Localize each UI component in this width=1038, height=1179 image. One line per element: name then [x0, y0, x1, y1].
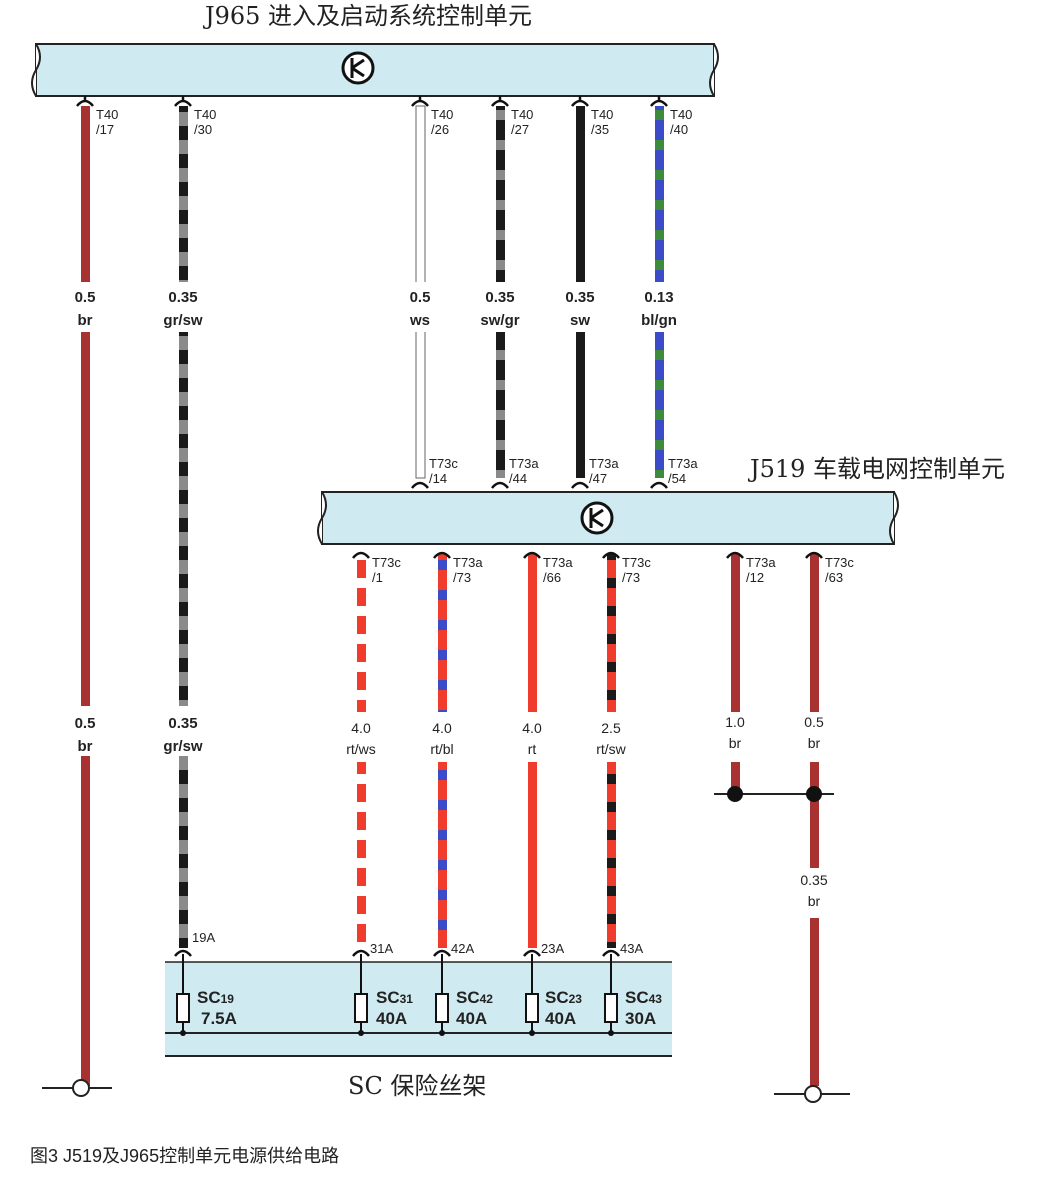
pin-label: 23A — [541, 941, 564, 956]
ground-symbol-right — [774, 1085, 850, 1103]
wire-t73c-63 — [792, 554, 836, 1086]
fuse-symbols — [176, 954, 618, 1033]
j965-title: J965 进入及启动系统控制单元 — [202, 2, 532, 30]
fuse-rating: 7.5A — [201, 1009, 237, 1028]
wire-t73c-1 — [340, 554, 384, 948]
fuse-label: SC19 — [197, 988, 234, 1007]
wire-t40-17 — [70, 106, 100, 1086]
wire-t73a-73 — [421, 554, 465, 948]
splice-junction — [714, 786, 834, 802]
wire-color-code: ws — [409, 312, 430, 329]
pin-label: T73c/63 — [825, 555, 854, 585]
ground-symbol-left — [42, 1079, 112, 1097]
pin-label: T40/35 — [591, 107, 613, 137]
sc-title: SC 保险丝架 — [348, 1072, 486, 1100]
pin-label: 31A — [370, 941, 393, 956]
wire-color-code: br — [78, 738, 93, 755]
pin-label: T73a/73 — [453, 555, 483, 585]
wire-gauge: 0.5 — [75, 715, 96, 732]
wire-color-code: br — [808, 893, 821, 909]
wire-color-code: br — [808, 735, 821, 751]
wire-gauge: 0.5 — [410, 289, 431, 306]
wire-t73a-12 — [719, 554, 753, 794]
wire-gauge: 1.0 — [725, 714, 745, 730]
sc-fuse-holder — [165, 961, 672, 1057]
wire-gauge: 0.35 — [168, 289, 197, 306]
figure-caption: 图3 J519及J965控制单元电源供给电路 — [30, 1146, 340, 1166]
wire-gauge: 0.35 — [168, 715, 197, 732]
pin-label: T73c/73 — [622, 555, 651, 585]
j519-module — [317, 491, 899, 545]
transistor-icon — [341, 51, 375, 85]
wire-gauge: 0.35 — [800, 872, 827, 888]
wire-gauge: 2.5 — [601, 720, 621, 736]
pin-label: T40/40 — [670, 107, 692, 137]
fuse-rating: 40A — [545, 1009, 576, 1028]
fuse-label: SC31 — [376, 988, 413, 1007]
pin-label: 19A — [192, 930, 215, 945]
wire-color-code: bl/gn — [641, 312, 677, 329]
wire-gauge: 4.0 — [351, 720, 371, 736]
wire-color-code: rt/bl — [430, 741, 453, 757]
j965-module — [31, 43, 719, 97]
pin-label: T73a/66 — [543, 555, 573, 585]
pin-label: T40/26 — [431, 107, 453, 137]
connector-pins-j519-bottom — [352, 551, 823, 559]
pin-label: 42A — [451, 941, 474, 956]
transistor-icon — [580, 501, 614, 535]
wire-color-code: sw — [570, 312, 590, 329]
wire-t40-40 — [638, 106, 680, 478]
wire-gauge: 0.13 — [644, 289, 673, 306]
connector-pins-j519-top — [411, 481, 668, 489]
wire-gauge: 0.35 — [565, 289, 594, 306]
pin-label: T40/27 — [511, 107, 533, 137]
wire-gauge: 0.35 — [485, 289, 514, 306]
pin-label: T40/30 — [194, 107, 216, 137]
pin-label: T73a/12 — [746, 555, 776, 585]
pin-label: T73a/44 — [509, 456, 539, 486]
wire-color-code: rt/sw — [596, 741, 626, 757]
pin-label: T73c/1 — [372, 555, 401, 585]
wire-gauge: 4.0 — [432, 720, 452, 736]
wire-t73a-66 — [515, 554, 549, 948]
wire-gauge: 0.5 — [804, 714, 824, 730]
wire-color-code: gr/sw — [163, 312, 203, 329]
j519-title: J519 车载电网控制单元 — [747, 455, 1005, 483]
fuse-label: SC23 — [545, 988, 582, 1007]
pin-label: T73a/54 — [668, 456, 698, 486]
fuse-rating: 30A — [625, 1009, 656, 1028]
fuse-label: SC42 — [456, 988, 493, 1007]
fuse-rating: 40A — [376, 1009, 407, 1028]
wire-color-code: rt/ws — [346, 741, 376, 757]
wire-t40-26 — [405, 105, 435, 479]
fuse-rating: 40A — [456, 1009, 487, 1028]
wire-t40-30 — [164, 106, 206, 948]
wire-gauge: 4.0 — [522, 720, 542, 736]
fuse-label: SC43 — [625, 988, 662, 1007]
wire-gauge: 0.5 — [75, 289, 96, 306]
fuse-junction-dots — [180, 1030, 614, 1036]
pin-label: T73a/47 — [589, 456, 619, 486]
connector-pins-sc — [174, 949, 620, 957]
wire-color-code: rt — [528, 741, 537, 757]
wire-t40-27 — [480, 106, 522, 478]
pin-label: T40/17 — [96, 107, 118, 137]
connector-pins-j965 — [76, 96, 668, 107]
wire-color-code: br — [729, 735, 742, 751]
wire-color-code: gr/sw — [163, 738, 203, 755]
wire-color-code: br — [78, 312, 93, 329]
wire-color-code: sw/gr — [480, 312, 519, 329]
wire-t40-35 — [563, 106, 597, 478]
pin-label: 43A — [620, 941, 643, 956]
pin-label: T73c/14 — [429, 456, 458, 486]
wire-t73c-73 — [590, 554, 634, 948]
